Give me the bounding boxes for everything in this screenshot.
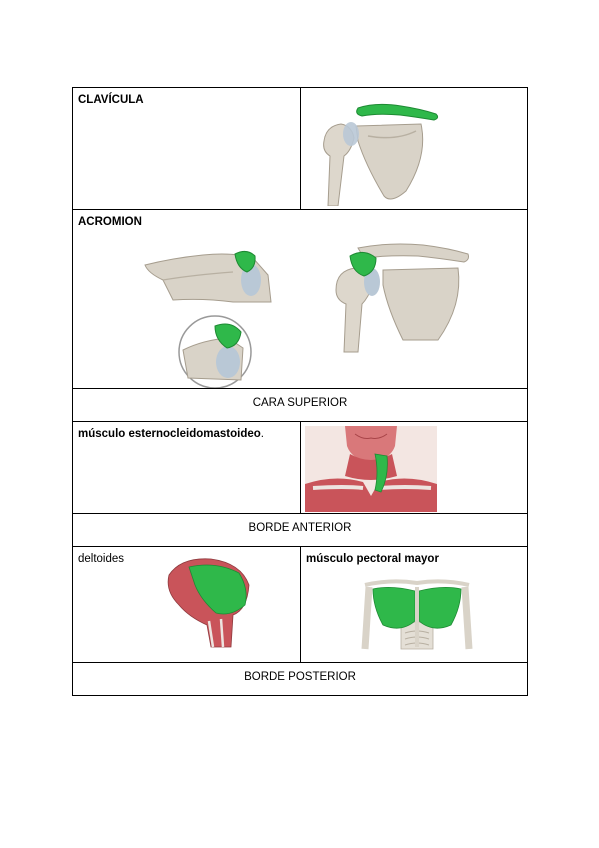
clavicula-image-cell	[300, 87, 528, 210]
deltoides-label: deltoides	[78, 553, 125, 565]
shoulder-illustration	[335, 243, 469, 353]
pectoral-illustration	[361, 579, 473, 650]
clavicle-illustration	[323, 103, 439, 206]
pectoral-cell: músculo pectoral mayor	[300, 546, 528, 663]
acromion-cell: ACROMION	[72, 209, 528, 389]
deltoid-illustration	[167, 558, 250, 648]
pectoral-label: músculo pectoral mayor	[306, 553, 439, 565]
borde-posterior-cell: BORDE POSTERIOR	[72, 662, 528, 696]
acromion-zoom-illustration	[144, 250, 272, 389]
esterno-text-cell: músculo esternocleidomastoideo.	[72, 421, 301, 514]
borde-anterior-cell: BORDE ANTERIOR	[72, 513, 528, 547]
clavicula-label: CLAVÍCULA	[78, 94, 144, 106]
neck-muscle-illustration	[305, 426, 437, 512]
borde-anterior-label: BORDE ANTERIOR	[248, 522, 352, 534]
cara-superior-label: CARA SUPERIOR	[252, 397, 348, 409]
esterno-label-text: músculo esternocleidomastoideo	[78, 428, 261, 440]
esterno-label: músculo esternocleidomastoideo.	[78, 428, 264, 440]
borde-posterior-label: BORDE POSTERIOR	[244, 671, 356, 683]
deltoides-cell: deltoides	[72, 546, 301, 663]
esterno-label-suffix: .	[260, 428, 264, 440]
cara-superior-cell: CARA SUPERIOR	[72, 388, 528, 422]
esterno-image-cell	[300, 421, 528, 514]
acromion-label: ACROMION	[78, 216, 142, 228]
clavicula-text-cell: CLAVÍCULA	[72, 87, 301, 210]
